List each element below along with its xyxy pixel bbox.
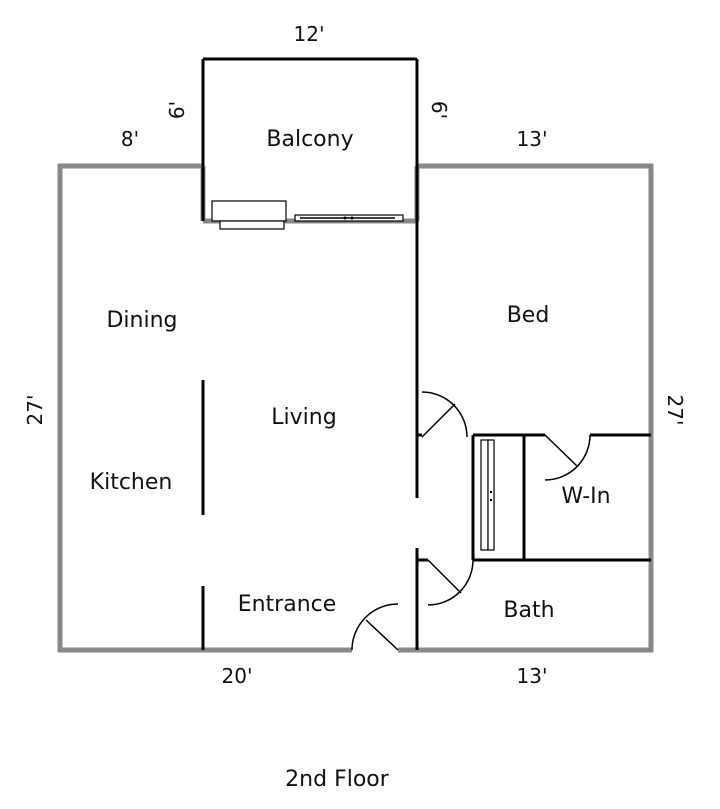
interior-walls bbox=[201, 221, 651, 650]
room-label-bed: Bed bbox=[507, 303, 550, 328]
room-label-kitchen: Kitchen bbox=[90, 470, 173, 495]
room-label-living: Living bbox=[271, 405, 336, 430]
balcony-sliding-door bbox=[211, 200, 404, 230]
room-label-dining: Dining bbox=[106, 308, 177, 333]
dim-bottom-right: 13' bbox=[517, 664, 548, 688]
dim-right-height: 27' bbox=[663, 395, 687, 426]
room-label-walkin: W-In bbox=[561, 484, 610, 509]
walkin-door bbox=[544, 434, 591, 481]
room-label-bath: Bath bbox=[503, 598, 554, 623]
exterior-walls bbox=[57, 163, 654, 653]
dim-balcony-right: 6' bbox=[427, 101, 451, 119]
entrance-door bbox=[351, 603, 399, 651]
dim-balcony-left: 6' bbox=[165, 101, 189, 119]
dim-top-left: 8' bbox=[121, 127, 139, 151]
room-label-balcony: Balcony bbox=[266, 127, 353, 152]
floor-label: 2nd Floor bbox=[285, 767, 390, 792]
room-label-entrance: Entrance bbox=[238, 592, 337, 617]
dim-top-right: 13' bbox=[517, 127, 548, 151]
balcony-walls bbox=[201, 57, 419, 221]
bedroom-door bbox=[421, 391, 468, 438]
bath-door bbox=[427, 559, 474, 606]
closet-sliding-door bbox=[480, 439, 495, 551]
dim-balcony-width: 12' bbox=[294, 22, 325, 46]
dim-left-height: 27' bbox=[23, 395, 47, 426]
dim-bottom-left: 20' bbox=[222, 664, 253, 688]
